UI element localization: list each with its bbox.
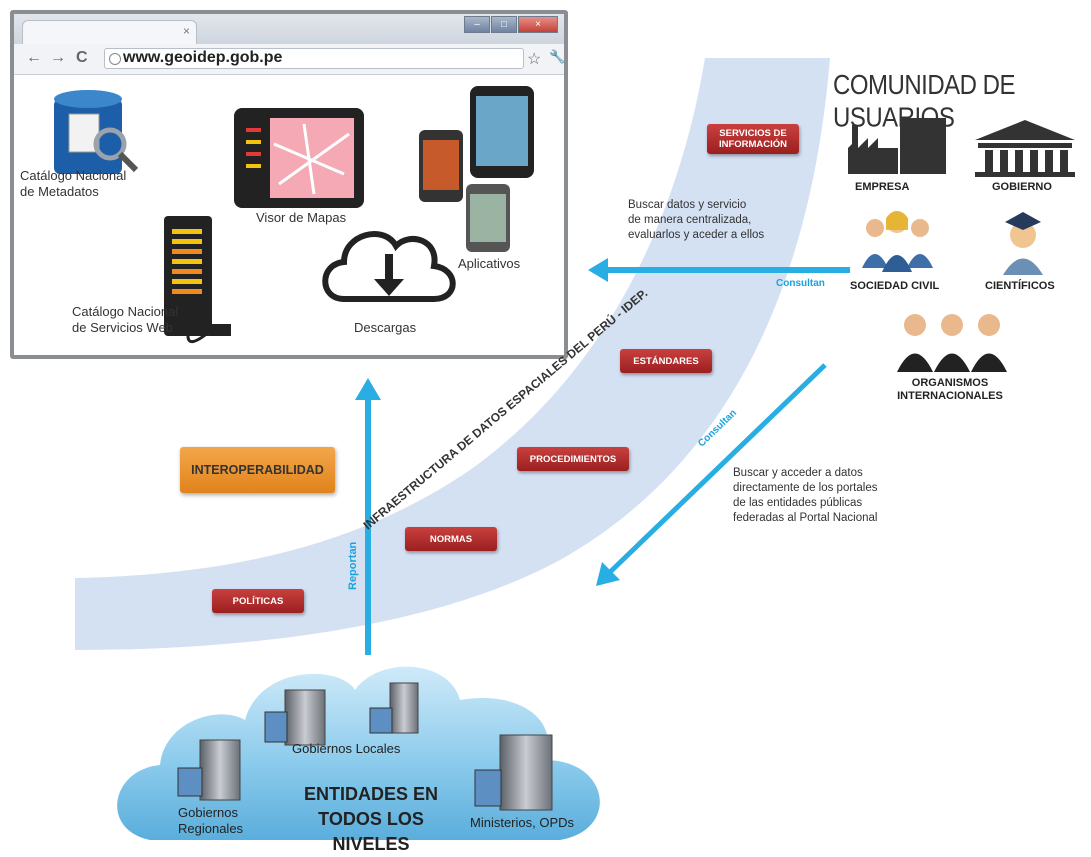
gobiernos-locales-label: Gobiernos Locales: [292, 741, 401, 756]
entidades-title: ENTIDADES EN TODOS LOS NIVELES: [303, 784, 438, 854]
server-stack-locales-2: [369, 682, 419, 734]
gobierno-label: GOBIERNO: [992, 181, 1052, 193]
cientificos-label: CIENTÍFICOS: [985, 280, 1055, 292]
catalogo-metadatos-label: Catálogo Nacional de Metadatos: [20, 168, 127, 199]
server-stack-locales-1: [264, 689, 326, 746]
close-button[interactable]: ×: [518, 16, 558, 33]
normas-tag: NORMAS: [405, 527, 497, 551]
buscar-directo-note: Buscar y acceder a datos directamente de…: [733, 467, 878, 524]
scientist-icon: [1003, 212, 1043, 275]
forward-icon[interactable]: →: [50, 49, 66, 66]
maximize-button[interactable]: □: [491, 16, 517, 33]
sociedad-civil-label: SOCIEDAD CIVIL: [850, 280, 940, 292]
database-icon: [54, 90, 139, 174]
back-icon[interactable]: ←: [26, 49, 42, 66]
server-stack-regionales: [177, 739, 241, 801]
procedimientos-tag: PROCEDIMIENTOS: [517, 447, 629, 471]
mobile-devices-icon: [419, 86, 534, 252]
empresa-label: EMPRESA: [855, 181, 910, 193]
browser-content-icons: [54, 86, 534, 344]
comunidad-usuarios-title: COMUNIDAD DE USUARIOS: [833, 70, 1016, 134]
reportan-label: Reportan: [347, 541, 359, 590]
url-text: www.geoidep.gob.pe: [123, 49, 283, 66]
interoperabilidad-box: INTEROPERABILIDAD: [180, 447, 335, 493]
aplicativos-label: Aplicativos: [458, 256, 521, 271]
minimize-button[interactable]: –: [464, 16, 490, 33]
wrench-icon[interactable]: 🔧: [549, 49, 566, 64]
server-cable-icon: [164, 216, 231, 344]
idep-band: [75, 58, 830, 650]
window-controls: – □ ×: [463, 16, 558, 33]
consultan-diag-arrow: [605, 363, 827, 577]
address-row: ← → C www.geoidep.gob.pe ☆ 🔧: [14, 44, 566, 75]
visor-mapas-label: Visor de Mapas: [256, 210, 347, 225]
ministerios-label: Ministerios, OPDs: [470, 815, 575, 830]
consultan-top-label: Consultan: [776, 278, 825, 289]
globe-icon: [109, 53, 121, 65]
factory-icon: [848, 118, 946, 174]
gobiernos-regionales-label: Gobiernos Regionales: [178, 805, 244, 836]
server-stack-ministerios: [474, 734, 553, 811]
organismos-label: ORGANISMOS INTERNACIONALES: [897, 377, 1003, 402]
browser-window: × – □ × ← → C www.geoidep.gob.pe ☆ 🔧: [10, 10, 568, 359]
catalogo-servicios-label: Catálogo Nacional de Servicios Web: [72, 304, 179, 335]
browser-titlebar: × – □ ×: [14, 14, 564, 44]
tab-close-icon[interactable]: ×: [182, 24, 190, 38]
international-orgs-icon: [897, 314, 1007, 372]
civil-society-icon: [862, 211, 933, 272]
bookmark-star-icon[interactable]: ☆: [527, 51, 542, 68]
buscar-centralizado-note: Buscar datos y servicio de manera centra…: [628, 199, 765, 241]
map-tablet-icon: [234, 108, 364, 208]
politicas-tag: POLÍTICAS: [212, 589, 304, 613]
browser-tab[interactable]: ×: [22, 20, 197, 44]
download-cloud-icon: [322, 231, 456, 302]
address-bar[interactable]: www.geoidep.gob.pe: [104, 48, 524, 69]
government-building-icon: [975, 120, 1075, 177]
estandares-tag: ESTÁNDARES: [620, 349, 712, 373]
reload-icon[interactable]: C: [76, 49, 88, 66]
descargas-label: Descargas: [354, 320, 417, 335]
